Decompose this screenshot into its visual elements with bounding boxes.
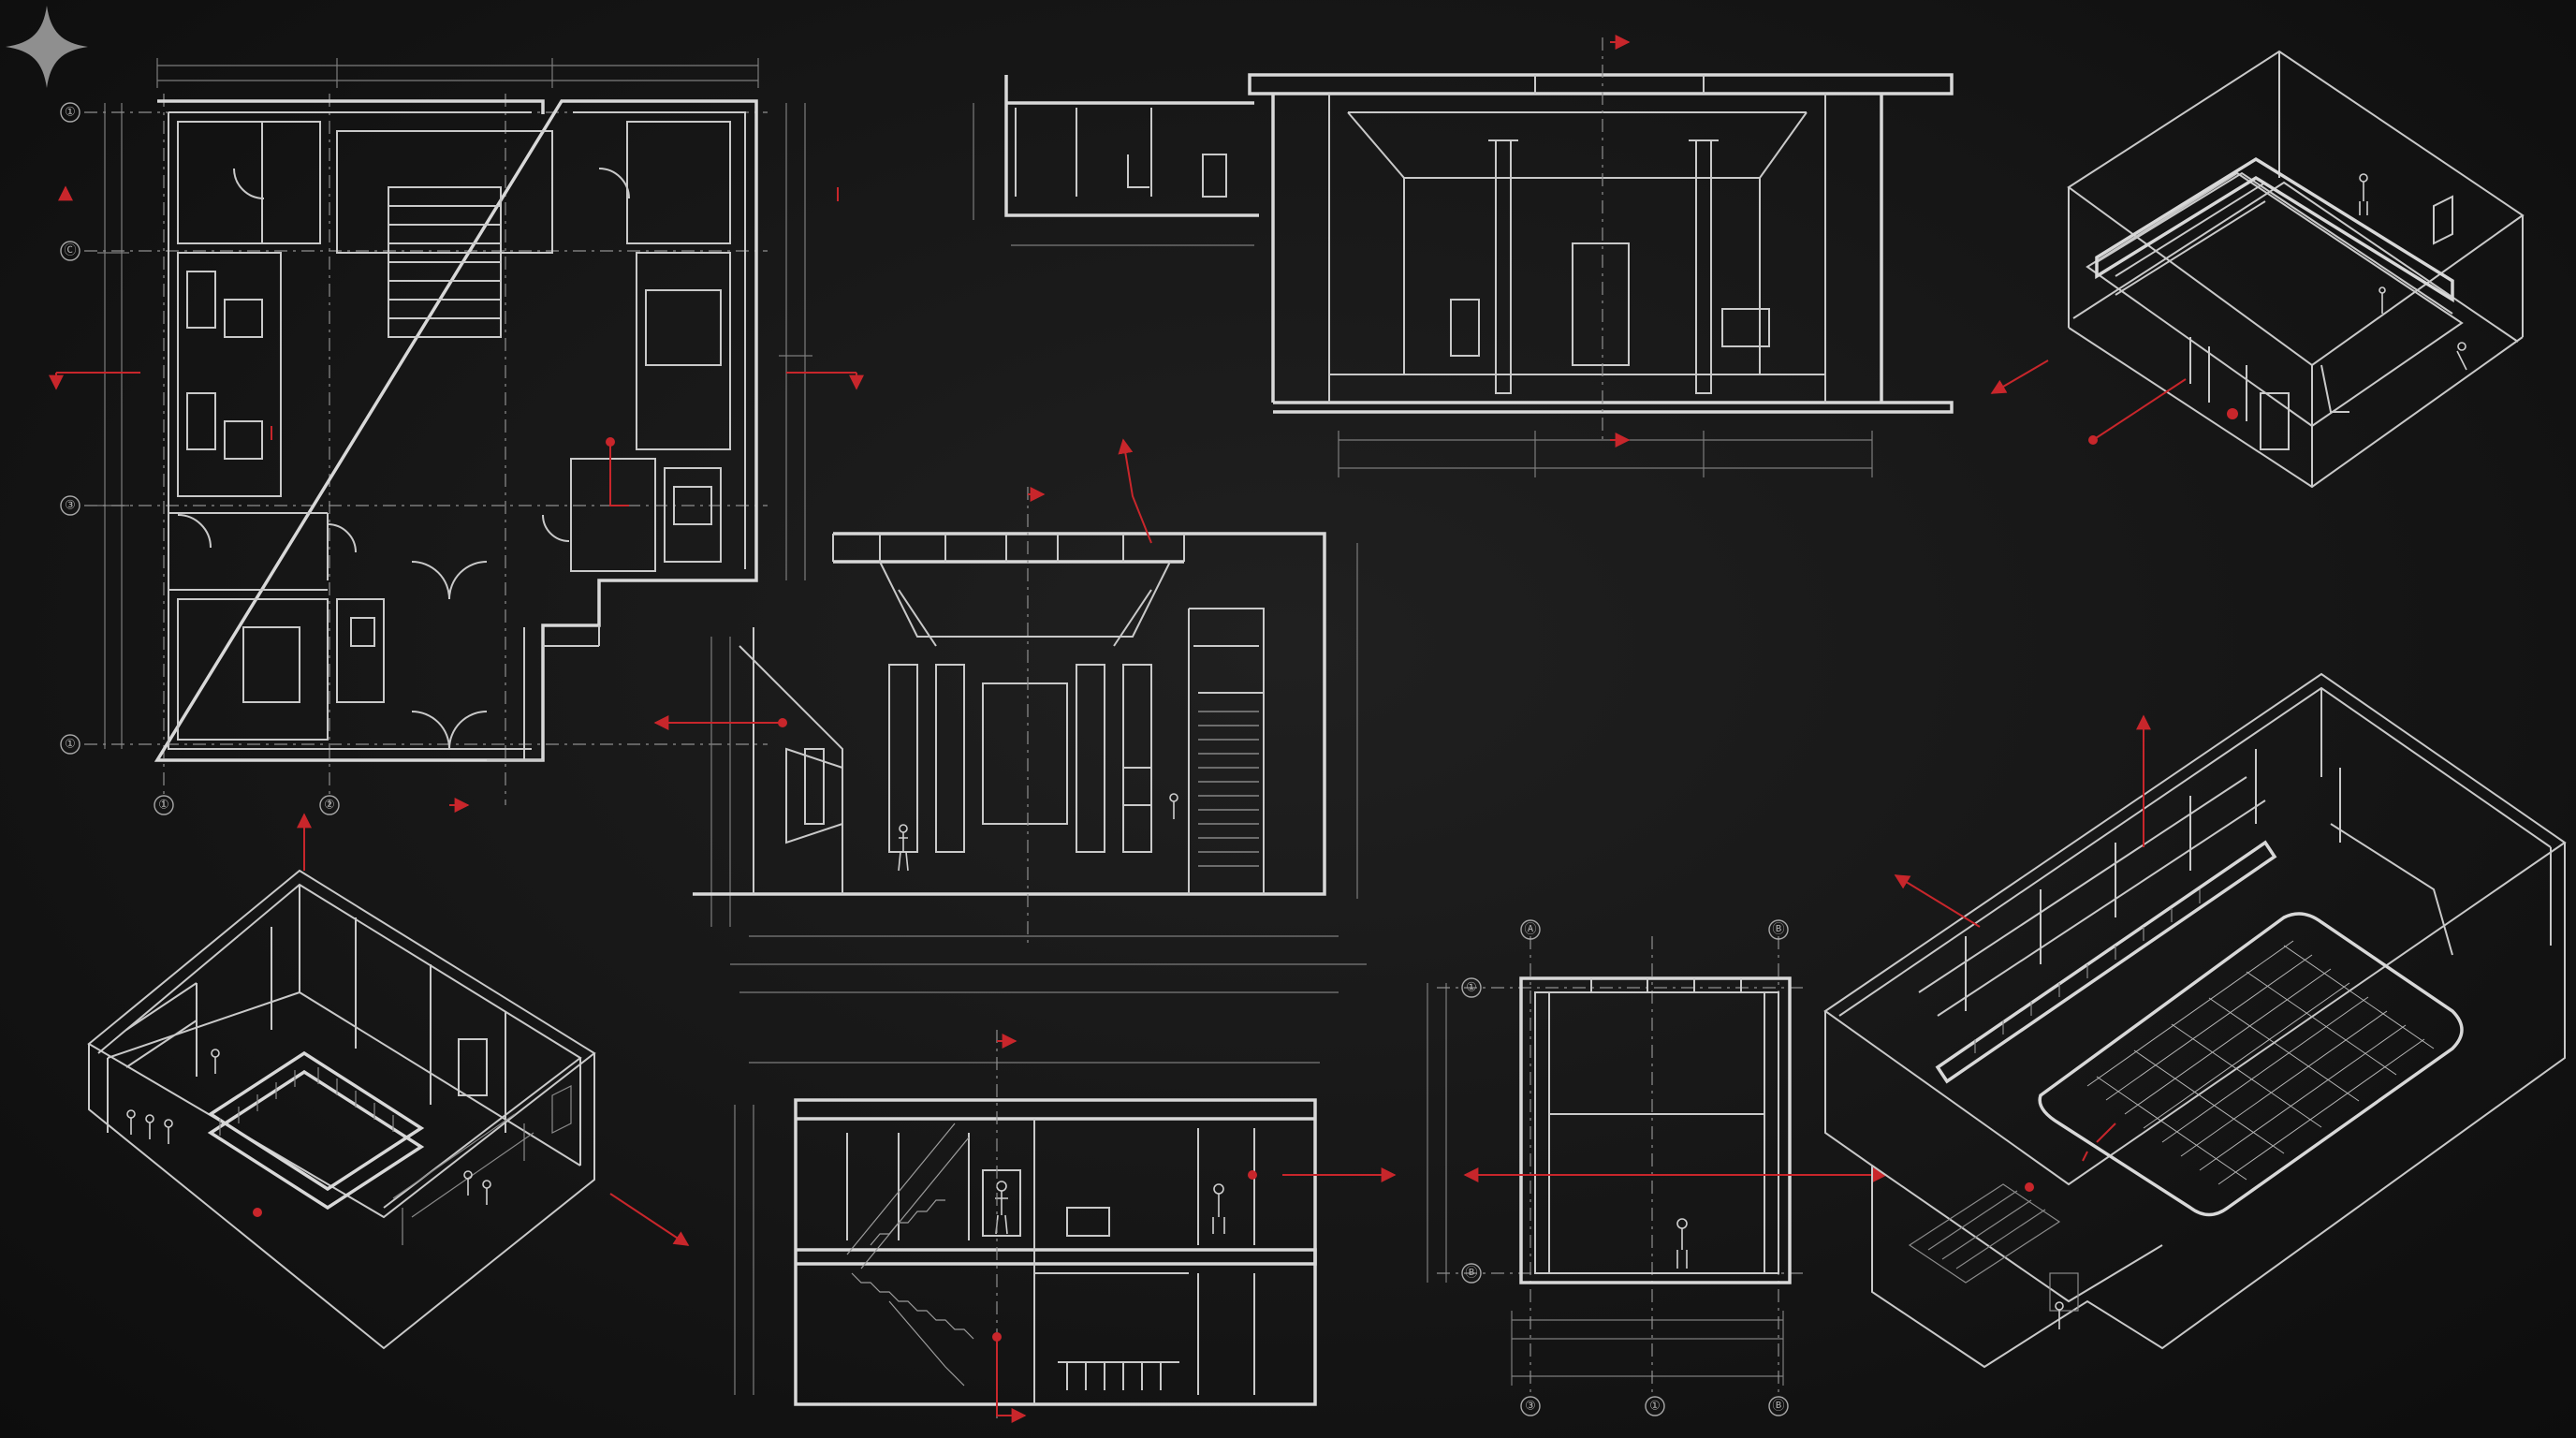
grid-bubble: ①	[1649, 1400, 1661, 1414]
human-figure	[1676, 1218, 1688, 1269]
grid-bubble: Ⓒ	[64, 244, 76, 258]
grid-bubble: ①	[158, 799, 169, 813]
grid-bubble: ③	[65, 499, 76, 513]
human-figure	[898, 793, 1178, 872]
long-section-top	[973, 35, 1954, 477]
isometric-theatre	[1823, 672, 2567, 1369]
section-bottom-center	[734, 1030, 1397, 1423]
grid-bubble: ①	[1466, 981, 1477, 995]
grid-bubble: ①	[65, 738, 76, 752]
grid-bubble: Ⓑ	[1772, 1400, 1784, 1414]
grid-bubble: ①	[65, 106, 76, 120]
grid-bubble: ②	[324, 799, 335, 813]
isometric-room-top-right	[1990, 50, 2525, 489]
human-figure	[126, 1049, 491, 1205]
sparkle-icon	[6, 6, 88, 88]
grid-bubble: Ⓑ	[1772, 923, 1784, 937]
grid-bubble: Ⓐ	[1524, 923, 1536, 937]
grid-bubble: ③	[1525, 1400, 1536, 1414]
cross-section-center	[653, 438, 1367, 993]
human-figure	[2359, 173, 2467, 371]
isometric-room-bottom-left	[87, 813, 690, 1350]
section-double-height: Ⓐ Ⓑ ① Ⓑ ③ ① Ⓑ	[1427, 919, 1888, 1416]
human-figure	[2055, 1301, 2064, 1329]
grid-bubble: Ⓑ	[1465, 1267, 1477, 1281]
floor-plan: ① Ⓒ ③ ① ① ②	[49, 58, 864, 815]
